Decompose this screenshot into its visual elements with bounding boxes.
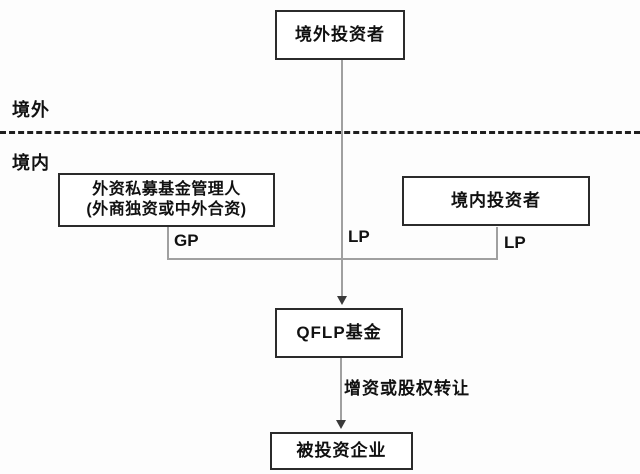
node-fund-manager-line2: (外商独资或中外合资)	[86, 201, 247, 218]
edge-label-capital-increase-or-equity-transfer: 增资或股权转让	[344, 379, 470, 398]
connector-overseas-to-qflp	[341, 60, 343, 296]
connector-horizontal-join	[167, 258, 498, 260]
connector-domestic-investor-stub	[496, 227, 498, 259]
arrow-down-icon	[336, 420, 346, 429]
node-overseas-investor-label: 境外投资者	[295, 25, 385, 45]
node-qflp-fund: QFLP基金	[275, 308, 403, 358]
node-domestic-investor: 境内投资者	[402, 176, 590, 226]
edge-label-lp-center: LP	[348, 227, 370, 246]
node-qflp-fund-label: QFLP基金	[296, 323, 382, 343]
edge-label-lp-right: LP	[504, 233, 526, 252]
connector-qflp-to-investee	[340, 358, 342, 420]
arrow-down-icon	[337, 296, 347, 305]
connector-fund-manager-stub	[167, 227, 169, 259]
edge-label-gp: GP	[174, 231, 199, 250]
node-domestic-investor-label: 境内投资者	[451, 191, 541, 211]
border-dashed-divider	[0, 131, 640, 134]
node-investee-enterprise: 被投资企业	[270, 432, 413, 470]
node-foreign-pe-fund-manager: 外资私募基金管理人 (外商独资或中外合资)	[58, 173, 275, 227]
node-overseas-investor: 境外投资者	[275, 10, 405, 60]
region-label-overseas: 境外	[12, 100, 50, 120]
node-fund-manager-line1: 外资私募基金管理人	[92, 181, 241, 198]
region-label-domestic: 境内	[12, 153, 50, 173]
node-investee-label: 被投资企业	[296, 441, 387, 461]
